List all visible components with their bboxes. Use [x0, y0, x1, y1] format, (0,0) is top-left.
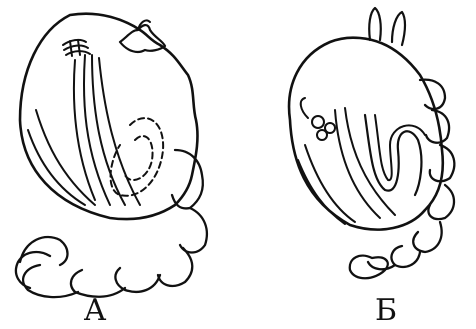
process-b-left: [369, 8, 381, 40]
terminal-club-b: [350, 256, 388, 279]
serpentine-tube-b-inner: [375, 115, 425, 180]
panel-label-b: Б: [366, 296, 406, 326]
specimen-a: [16, 14, 207, 297]
serpentine-tube-b: [365, 115, 421, 195]
crest-a: [120, 25, 165, 52]
gland-coil-b: [301, 98, 335, 140]
process-b-right: [392, 12, 405, 45]
panel-label-a: А: [75, 296, 115, 326]
tubule-coil-a: [63, 40, 90, 56]
specimen-b: [289, 8, 454, 278]
